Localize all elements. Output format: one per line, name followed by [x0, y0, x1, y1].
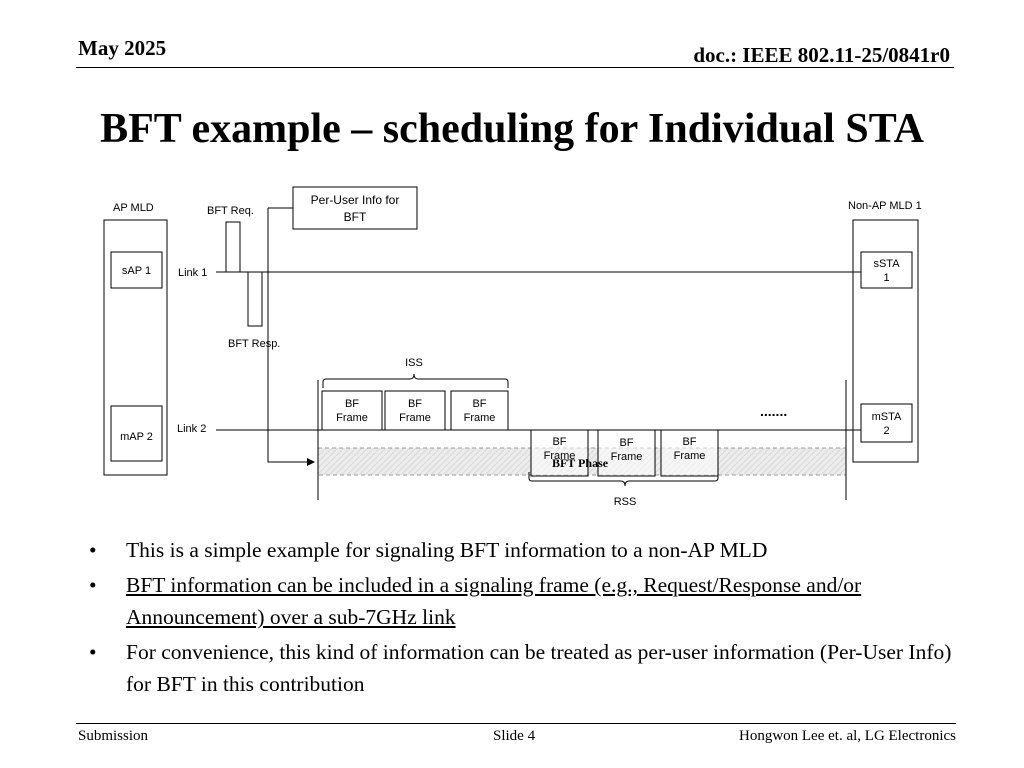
link1-label: Link 1	[178, 267, 207, 279]
rss-brace	[528, 472, 719, 487]
per-user-info-line1: Per-User Info for	[311, 193, 400, 207]
footer-authors: Hongwon Lee et. al, LG Electronics	[738, 728, 956, 744]
ssta-label-line1: sSTA	[873, 258, 900, 270]
rss-bf-frame-1-line2: Frame	[544, 450, 576, 462]
iss-bf-frame-3	[450, 390, 509, 431]
bft-resp-label: BFT Resp.	[228, 338, 280, 350]
sap-label: sAP 1	[122, 265, 151, 277]
bft-indication-arrow	[267, 208, 315, 466]
sap-box	[110, 251, 163, 289]
iss-continuation-ellipsis: .......	[760, 403, 787, 419]
header-date: May 2025	[78, 36, 167, 60]
link2-label: Link 2	[177, 423, 206, 435]
iss-bf-frame-1-line2: Frame	[336, 412, 368, 424]
msta-label-line1: mSTA	[872, 411, 902, 423]
iss-bf-frame-3-line2: Frame	[464, 412, 496, 424]
bft-req-frame	[225, 221, 241, 273]
map-box	[110, 405, 163, 462]
rss-bf-frame-3-line1: BF	[682, 436, 696, 448]
iss-brace	[322, 373, 509, 388]
ssta-label-line2: 1	[883, 272, 889, 284]
rss-bf-frame-3-line2: Frame	[674, 450, 706, 462]
rss-bf-frame-1-line1: BF	[552, 436, 566, 448]
ap-mld-label: AP MLD	[113, 202, 154, 214]
msta-box	[860, 403, 913, 443]
ssta-box	[860, 251, 913, 289]
bullet-item: For convenience, this kind of informatio…	[80, 636, 960, 700]
header-divider	[76, 67, 954, 68]
iss-bf-frame-2-line2: Frame	[399, 412, 431, 424]
rss-bf-frame-3	[660, 429, 719, 477]
bullet-item: This is a simple example for signaling B…	[80, 534, 960, 566]
bft-req-label: BFT Req.	[207, 205, 254, 217]
msta-label-line2: 2	[883, 425, 889, 437]
iss-bf-frame-2	[384, 390, 446, 431]
non-ap-mld-label: Non-AP MLD 1	[848, 200, 922, 212]
iss-label: ISS	[405, 357, 423, 369]
per-user-info-line2: BFT	[344, 210, 367, 224]
bft-phase-label: BFT Phase	[552, 456, 609, 470]
rss-bf-frame-2-line1: BF	[619, 437, 633, 449]
bullet-item: BFT information can be included in a sig…	[80, 569, 960, 633]
iss-bf-frame-3-line1: BF	[472, 398, 486, 410]
rss-bf-frame-1	[530, 429, 589, 477]
footer-divider	[76, 723, 956, 724]
map-label: mAP 2	[120, 431, 153, 443]
slide-title: BFT example – scheduling for Individual …	[100, 106, 924, 152]
per-user-info-box	[292, 186, 418, 230]
iss-bf-frame-2-line1: BF	[408, 398, 422, 410]
footer-submission: Submission	[78, 728, 149, 744]
bullet-list: This is a simple example for signaling B…	[80, 534, 960, 703]
rss-bf-frame-2-line2: Frame	[611, 451, 643, 463]
iss-bf-frame-1	[321, 390, 383, 431]
iss-bf-frame-1-line1: BF	[345, 398, 359, 410]
header-doc-id: doc.: IEEE 802.11-25/0841r0	[693, 43, 950, 67]
bft-resp-frame	[247, 271, 263, 327]
rss-bf-frame-2	[597, 429, 656, 477]
bft-scheduling-diagram: AP MLD sAP 1 mAP 2 Non-AP MLD 1 sSTA 1 m…	[103, 186, 922, 508]
rss-label: RSS	[614, 496, 637, 508]
footer-slide-number: Slide 4	[493, 728, 536, 744]
